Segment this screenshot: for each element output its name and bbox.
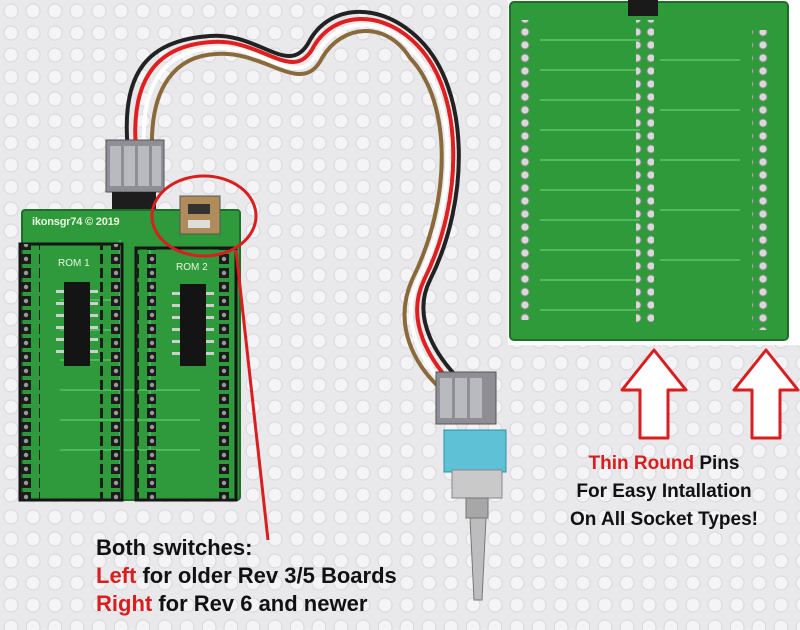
toggle-switch (435, 371, 507, 601)
caption-right-line1: Thin Round Pins (528, 450, 800, 478)
rom1-label: ROM 1 (58, 258, 90, 269)
caption-left-word-left: Left (96, 563, 137, 588)
rom2-label: ROM 2 (176, 262, 208, 273)
arrow-up-icon-right (732, 348, 800, 440)
caption-right-line3: On All Socket Types! (570, 509, 758, 530)
rom2-chip (180, 284, 206, 366)
pointer-line (234, 249, 270, 541)
board-slide-switch (179, 195, 221, 235)
highlight-circle (150, 174, 258, 258)
caption-left-line3-rest: for Rev 6 and newer (152, 591, 368, 616)
pins-caption: Thin Round Pins For Easy Intallation On … (528, 450, 800, 534)
caption-left-word-right: Right (96, 591, 153, 616)
cable-header-left (105, 139, 165, 218)
pin-row-left (636, 20, 654, 325)
caption-left-line3: Right for Rev 6 and newer (96, 590, 397, 618)
arrow-up-icon-left (620, 348, 688, 440)
pcb-credit-label: ikonsgr74 © 2019 (32, 216, 120, 228)
adapter-board-left (18, 195, 241, 502)
caption-left-line1: Both switches: (96, 535, 253, 560)
caption-right-line1-rest: Pins (694, 453, 740, 474)
caption-right-line2: For Easy Intallation (576, 481, 752, 502)
caption-left-line2-rest: for older Rev 3/5 Boards (136, 563, 397, 588)
caption-left-line2: Left for older Rev 3/5 Boards (96, 562, 397, 590)
ribbon-cable (124, 9, 462, 390)
switch-caption: Both switches: Left for older Rev 3/5 Bo… (96, 534, 397, 618)
adapter-board-back (508, 0, 800, 345)
caption-right-red-words: Thin Round (588, 453, 695, 474)
pin-row-right (752, 30, 770, 330)
rom1-chip (64, 282, 90, 366)
